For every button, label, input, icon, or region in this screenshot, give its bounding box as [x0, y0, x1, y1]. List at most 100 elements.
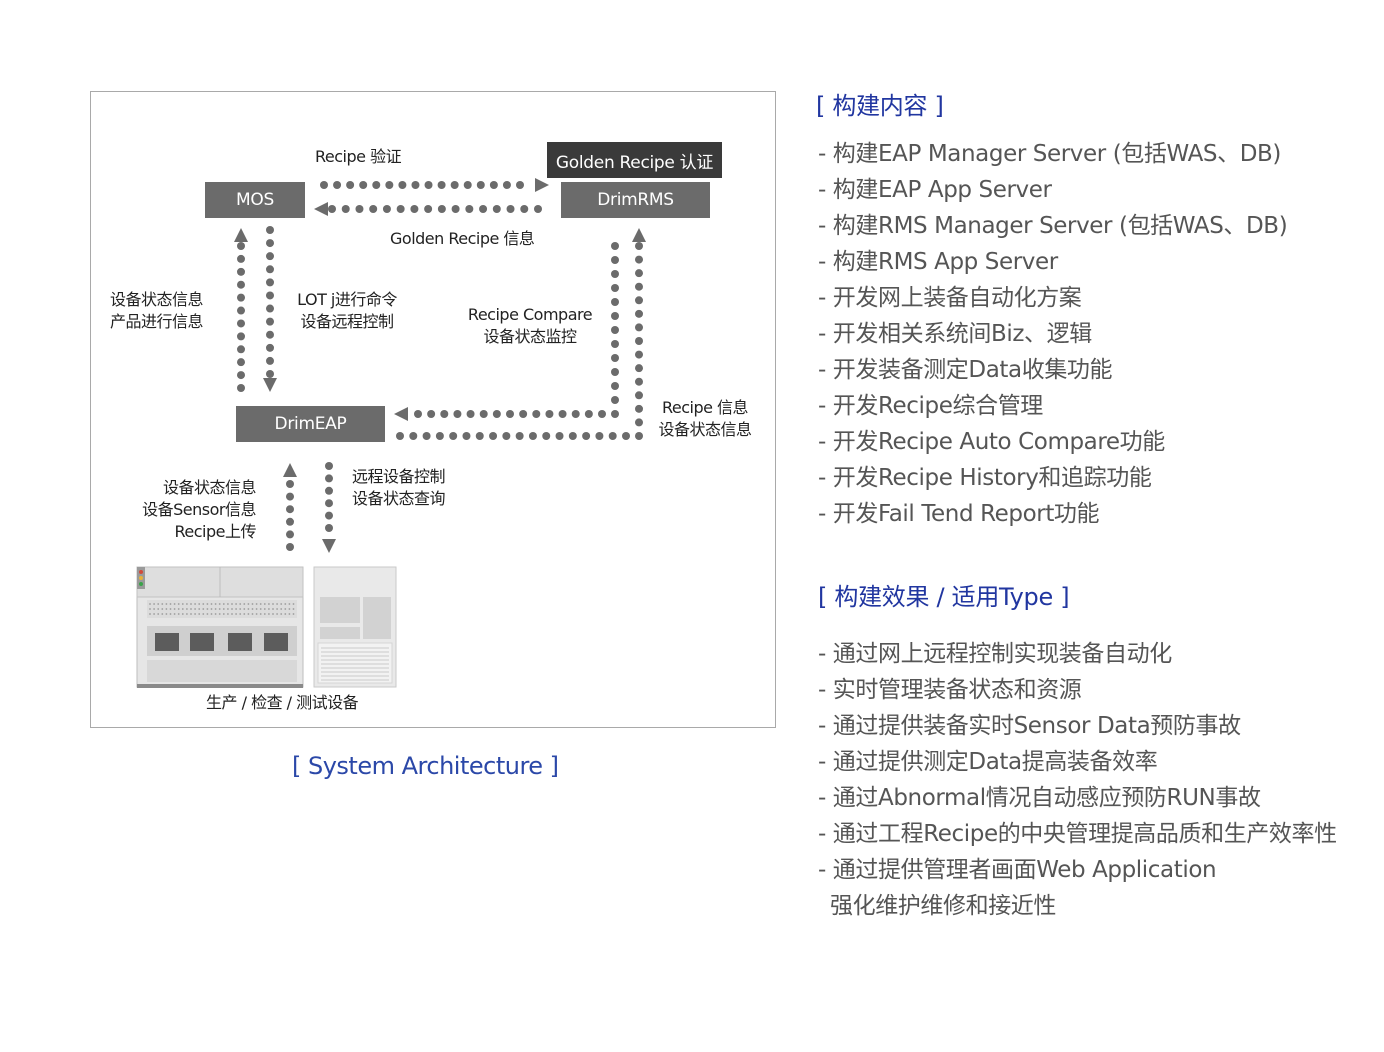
perforation-dot: [288, 603, 291, 605]
perforation-dot: [206, 603, 209, 605]
label-recipe-compare: Recipe Compare 设备状态监控: [456, 304, 604, 348]
connector-dot: [502, 432, 511, 440]
connector-dot: [286, 492, 294, 501]
connector-dot: [476, 181, 485, 189]
connector-dot: [582, 432, 591, 440]
connector-dot: [451, 205, 460, 213]
connector-dot: [611, 410, 619, 418]
connector-dot: [437, 181, 446, 189]
connector-dot: [396, 432, 404, 440]
perforation-dot: [194, 613, 197, 615]
perforation-dot: [181, 608, 184, 610]
connector-dot: [479, 410, 488, 418]
connector-dot: [506, 205, 515, 213]
connector-dot: [237, 254, 245, 263]
perforation-dot: [268, 613, 270, 615]
perforation-dot: [194, 608, 197, 610]
list-item: - 通过网上远程控制实现装备自动化: [818, 641, 1172, 667]
perforation-dot: [169, 608, 172, 610]
golden-recipe-cert-label: Golden Recipe 认证: [555, 152, 714, 173]
connector-dot: [611, 270, 619, 278]
perforation-dot: [157, 603, 160, 605]
connector-dot: [611, 326, 619, 334]
label-line: LOT j进行命令: [297, 290, 397, 309]
node-mos-label: MOS: [236, 190, 274, 210]
connector-dot: [422, 432, 431, 440]
list-item: - 构建EAP Manager Server (包括WAS、DB): [818, 141, 1281, 167]
perforation-dot: [259, 613, 262, 615]
connector-dot: [584, 410, 593, 418]
perforation-dot: [251, 603, 254, 605]
label-line: 产品进行信息: [110, 312, 204, 331]
arrowhead: [283, 463, 297, 477]
connector-dot: [398, 181, 407, 189]
perforation-dot: [288, 608, 291, 610]
perforation-dot: [169, 613, 172, 615]
perforation-dot: [292, 613, 295, 615]
connector-dot: [475, 432, 484, 440]
connector-dot: [414, 410, 422, 418]
equipment-illustration: [136, 566, 397, 688]
perforation-dot: [255, 613, 258, 615]
connector-dot: [410, 205, 419, 213]
section-build-content-title: [ 构建内容 ]: [816, 92, 944, 120]
perforation-dot: [210, 608, 213, 610]
connector-dot: [453, 410, 462, 418]
perforation-dot: [177, 608, 180, 610]
connector-dot: [506, 410, 514, 418]
build-effect-list: - 通过网上远程控制实现装备自动化- 实时管理装备状态和资源- 通过提供装备实时…: [818, 636, 1337, 924]
arrowhead: [234, 228, 248, 242]
perforation-dot: [255, 608, 258, 610]
perforation-dot: [239, 613, 242, 615]
label-recipe-verify: Recipe 验证: [315, 147, 402, 166]
perforation-dot: [161, 603, 164, 605]
perforation-dot: [153, 608, 156, 610]
connector-dot: [266, 291, 274, 300]
connector-dot: [479, 205, 488, 213]
node-drimrms: DrimRMS: [561, 182, 710, 218]
perforation-dot: [243, 603, 246, 605]
perforation-dot: [263, 603, 266, 605]
connector-dot: [611, 298, 619, 306]
perforation-dot: [202, 603, 205, 605]
connector-dot: [325, 486, 333, 495]
list-item: - 通过提供测定Data提高装备效率: [818, 749, 1158, 775]
perforation-dot: [161, 608, 164, 610]
connector-dot: [266, 252, 274, 261]
perforation-dot: [239, 608, 242, 610]
label-line: 设备状态信息: [162, 478, 257, 497]
perforation-dot: [181, 613, 184, 615]
connector-dot: [568, 432, 577, 440]
connector-dot: [266, 265, 274, 274]
perforation-dot: [194, 603, 197, 605]
connector-dot: [325, 499, 333, 508]
perforation-dot: [202, 608, 205, 610]
perforation-dot: [214, 603, 217, 605]
list-item: - 开发装备测定Data收集功能: [818, 357, 1113, 383]
connector-dot: [325, 462, 333, 470]
connector-dot: [611, 312, 619, 320]
build-content-list: - 构建EAP Manager Server (包括WAS、DB)- 构建EAP…: [818, 136, 1288, 532]
perforation-dot: [157, 608, 160, 610]
perforation-dot: [284, 608, 287, 610]
connector-dot: [286, 517, 294, 526]
perforation-dot: [272, 613, 274, 615]
connector-dot: [385, 181, 394, 189]
connector-dot: [427, 410, 436, 418]
connector-dot: [449, 432, 458, 440]
list-item: - 通过提供装备实时Sensor Data预防事故: [818, 713, 1241, 739]
connector-dot: [372, 181, 381, 189]
arrowhead: [394, 407, 408, 421]
connector-dot: [635, 377, 643, 386]
connector-dot: [492, 205, 501, 213]
perforation-dot: [210, 603, 213, 605]
connector-dot: [286, 505, 294, 514]
perforation-dot: [198, 613, 201, 615]
connector-dot: [542, 432, 551, 440]
perforation-dot: [235, 603, 238, 605]
connector-dot: [635, 296, 643, 305]
label-line: Recipe 信息: [661, 398, 749, 417]
perforation-dot: [247, 608, 250, 610]
perforation-dot: [222, 613, 225, 615]
perforation-dot: [227, 608, 229, 610]
